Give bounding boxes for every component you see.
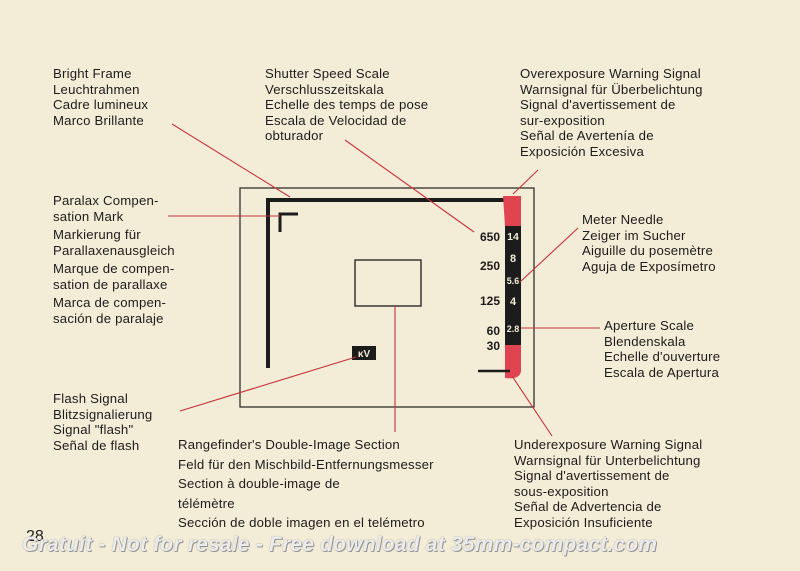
leader-shutter-scale	[344, 139, 475, 233]
rangefinder-label: Rangefinder's Double-Image Section Feld …	[178, 437, 434, 530]
leader-lines	[168, 123, 600, 437]
underexposure-warning-label: Underexposure Warning Signal Warnsignal …	[514, 437, 703, 530]
underexposure-red	[505, 345, 521, 379]
overexposure-red	[503, 196, 521, 226]
viewfinder-outline	[239, 187, 535, 408]
parallax-mark-label: Paralax Compen- sation Mark Markierung f…	[53, 193, 175, 326]
leader-underexposure	[511, 375, 553, 437]
aperture-strip	[505, 225, 521, 370]
aperture-14: 14	[507, 231, 519, 243]
leader-bright-frame	[171, 123, 291, 198]
flash-signal-box	[352, 346, 376, 360]
flash-signal-label: Flash Signal Blitzsignalierung Signal "f…	[53, 391, 153, 453]
leader-overexposure	[512, 169, 539, 195]
aperture-5-6: 5.6	[507, 276, 520, 286]
aperture-8: 8	[510, 253, 516, 265]
aperture-2-8: 2.8	[507, 324, 520, 334]
meter-needle-label: Meter Needle Zeiger im Sucher Aiguille d…	[582, 212, 716, 274]
parallax-mark	[278, 212, 298, 232]
overexposure-warning-label: Overexposure Warning Signal Warnsignal f…	[520, 66, 703, 159]
shutter-125: 125	[480, 294, 500, 308]
leader-flash	[179, 356, 357, 412]
page-number: 28	[26, 528, 44, 545]
bright-frame	[266, 198, 506, 368]
bright-frame-label: Bright Frame Leuchtrahmen Cadre lumineux…	[53, 66, 149, 128]
watermark: Gratuit - Not for resale - Free download…	[22, 533, 658, 556]
shutter-speed-scale-label: Shutter Speed Scale Verschlusszeitskala …	[265, 66, 429, 143]
leader-meter-needle	[519, 227, 579, 283]
flash-signal-glyph: ᴋV	[358, 349, 371, 360]
shutter-250: 250	[480, 259, 500, 273]
aperture-4: 4	[510, 296, 517, 308]
aperture-scale-label: Aperture Scale Blendenskala Echelle d'ou…	[604, 318, 721, 380]
shutter-30: 30	[487, 339, 501, 353]
shutter-60: 60	[487, 324, 501, 338]
shutter-650: 650	[480, 230, 500, 244]
rangefinder-box	[354, 259, 422, 307]
